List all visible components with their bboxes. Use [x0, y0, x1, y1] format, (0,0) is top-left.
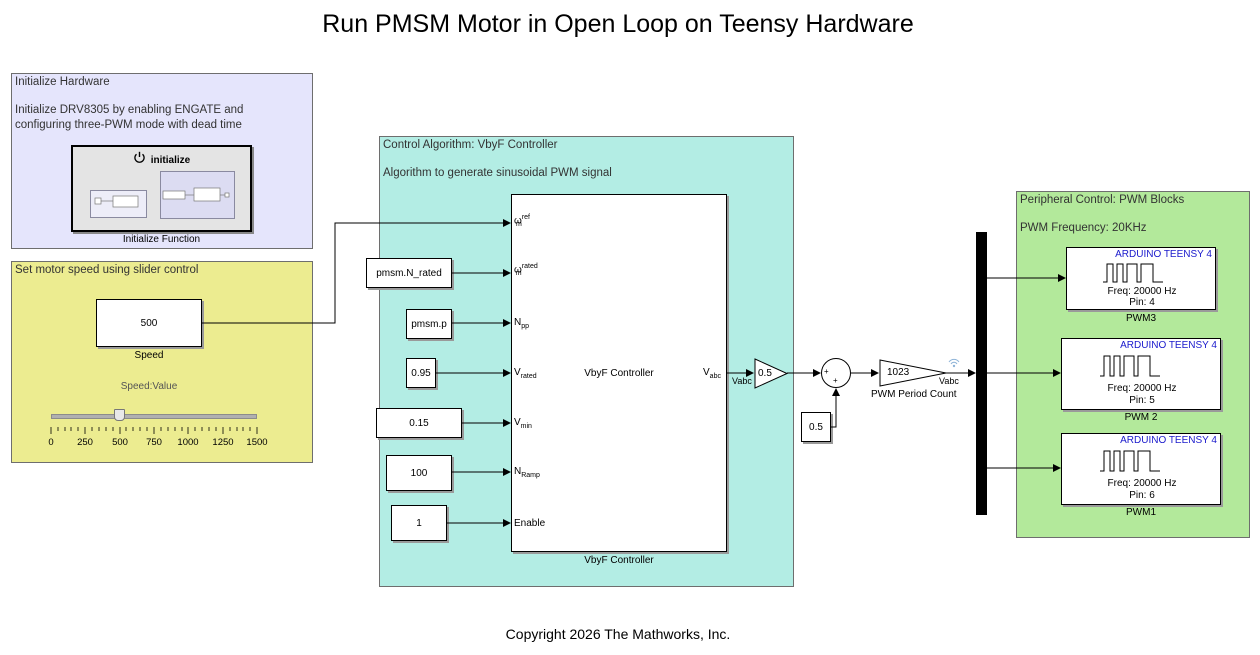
initialize-label: initialize	[150, 154, 191, 166]
control-area-description: Algorithm to generate sinusoidal PWM sig…	[383, 167, 612, 179]
sum-plus-1: +	[824, 367, 829, 376]
port-v-abc: Vabc	[703, 367, 721, 380]
pwm2-caption: PWM 2	[1124, 412, 1158, 423]
slider-tick-label: 250	[77, 437, 93, 448]
pwm1-freq: Freq: 20000 Hz	[1107, 478, 1177, 489]
slider-tick-label: 1250	[212, 437, 234, 448]
period-gain-shape[interactable]	[879, 359, 949, 389]
offset-constant[interactable]: 0.5	[801, 412, 831, 442]
port-v-min: Vmin	[514, 417, 532, 430]
speed-caption: Speed	[134, 350, 164, 361]
port-w-rated: ωratedm	[514, 263, 538, 278]
pwm3-freq: Freq: 20000 Hz	[1107, 286, 1177, 297]
pwm-waveform-icon	[1100, 450, 1160, 472]
slider-tick-label: 0	[48, 437, 54, 448]
slider-tick-label: 1000	[177, 437, 199, 448]
vbyf-controller-caption: VbyF Controller	[584, 555, 654, 566]
n-ramp-constant[interactable]: 100	[386, 455, 452, 491]
slider-tick-label: 1500	[246, 437, 268, 448]
initialize-function-block[interactable]: initialize	[71, 145, 252, 232]
pwm1-block[interactable]: ARDUINO TEENSY 4 Freq: 20000 Hz Pin: 6	[1061, 433, 1221, 505]
power-icon	[133, 151, 146, 169]
init-area-header: Initialize Hardware	[15, 76, 110, 88]
control-area-header: Control Algorithm: VbyF Controller	[383, 139, 558, 151]
v-rated-constant[interactable]: 0.95	[406, 358, 436, 388]
init-preview-wires	[94, 187, 230, 208]
page-title: Run PMSM Motor in Open Loop on Teensy Ha…	[322, 10, 914, 38]
port-enable: Enable	[514, 518, 546, 529]
v-min-constant[interactable]: 0.15	[376, 408, 462, 438]
pwm2-freq: Freq: 20000 Hz	[1107, 383, 1177, 394]
slider-ticks	[50, 427, 258, 434]
pwm-waveform-icon	[1100, 355, 1160, 377]
speed-area-header: Set motor speed using slider control	[15, 264, 199, 276]
signal-label-vabc-2: Vabc	[939, 376, 959, 386]
signal-logging-icon	[948, 358, 960, 368]
n-rated-constant[interactable]: pmsm.N_rated	[366, 258, 452, 288]
pwm2-board-label: ARDUINO TEENSY 4	[1120, 340, 1217, 351]
period-gain-caption: PWM Period Count	[871, 389, 957, 400]
init-description-line2: configuring three-PWM mode with dead tim…	[15, 119, 242, 131]
demux-block[interactable]	[976, 232, 987, 515]
vbyf-controller-block[interactable]: VbyF Controller	[511, 194, 727, 552]
vbyf-controller-label: VbyF Controller	[584, 367, 654, 379]
peripheral-area-header: Peripheral Control: PWM Blocks	[1020, 194, 1185, 206]
sum-plus-2: +	[833, 376, 838, 385]
sum-block[interactable]	[821, 358, 851, 388]
pmsm-p-constant[interactable]: pmsm.p	[406, 309, 452, 339]
pwm3-pin: Pin: 4	[1129, 297, 1155, 308]
pwm2-pin: Pin: 5	[1129, 395, 1155, 406]
slider-tick-label: 500	[112, 437, 128, 448]
pwm-waveform-icon	[1103, 263, 1163, 283]
speed-slider-track[interactable]	[51, 414, 257, 419]
period-gain-value: 1023	[887, 367, 910, 378]
copyright: Copyright 2026 The Mathworks, Inc.	[505, 626, 731, 642]
pwm3-caption: PWM3	[1126, 313, 1156, 324]
enable-constant[interactable]: 1	[391, 505, 447, 541]
port-w-ref: ωrefm	[514, 214, 530, 229]
pwm2-block[interactable]: ARDUINO TEENSY 4 Freq: 20000 Hz Pin: 5	[1061, 338, 1221, 410]
pwm1-caption: PWM1	[1126, 507, 1156, 518]
slider-label: Speed:Value	[120, 381, 178, 392]
gain-block-shape[interactable]	[754, 358, 790, 390]
gain-value: 0.5	[758, 368, 772, 379]
pwm-frequency-text: PWM Frequency: 20KHz	[1020, 222, 1147, 234]
initialize-function-caption: Initialize Function	[122, 234, 201, 245]
slider-tick-label: 750	[146, 437, 162, 448]
init-description-line1: Initialize DRV8305 by enabling ENGATE an…	[15, 104, 244, 116]
speed-slider-thumb[interactable]	[114, 409, 126, 421]
pwm3-board-label: ARDUINO TEENSY 4	[1115, 249, 1212, 260]
speed-constant-block[interactable]: 500	[96, 299, 202, 347]
port-n-pp: Npp	[514, 317, 530, 330]
port-v-rated: Vrated	[514, 367, 537, 380]
pwm1-board-label: ARDUINO TEENSY 4	[1120, 435, 1217, 446]
signal-label-vabc-1: Vabc	[732, 376, 752, 386]
pwm3-block[interactable]: ARDUINO TEENSY 4 Freq: 20000 Hz Pin: 4	[1066, 247, 1216, 310]
pwm1-pin: Pin: 6	[1129, 490, 1155, 501]
port-n-ramp: NRamp	[514, 466, 540, 479]
